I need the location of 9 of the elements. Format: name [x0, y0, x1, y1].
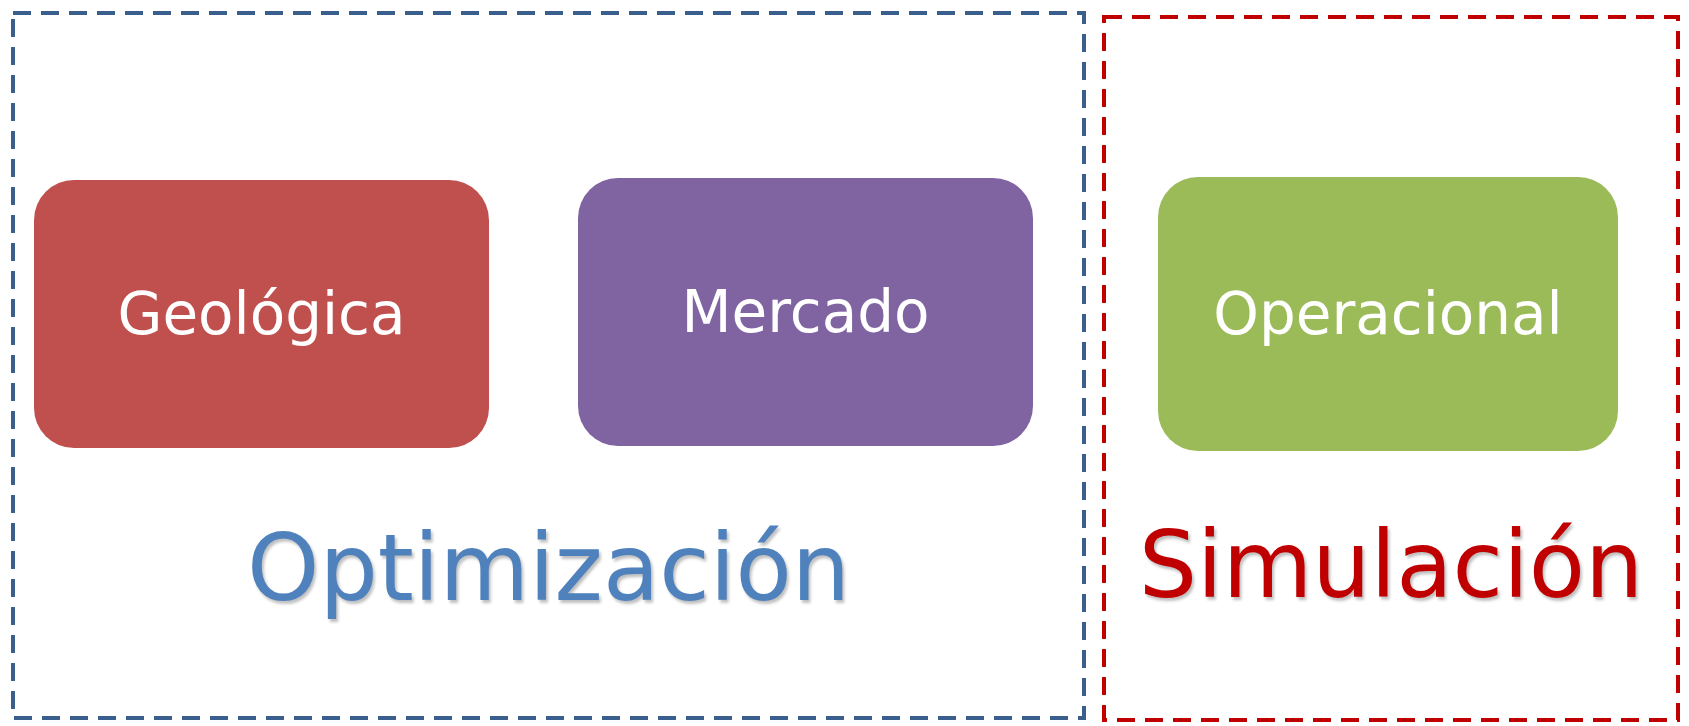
rounded-box: [578, 178, 1033, 446]
dashed-group-frame: [1102, 15, 1680, 722]
rounded-box: [34, 180, 489, 448]
group-title: Simulación: [1137, 520, 1645, 612]
box-label: Geológica: [117, 280, 406, 348]
box-label: Operacional: [1213, 280, 1563, 348]
dashed-group-frame: [11, 11, 1086, 720]
rounded-box: [1158, 177, 1618, 451]
box-label: Mercado: [681, 278, 930, 346]
